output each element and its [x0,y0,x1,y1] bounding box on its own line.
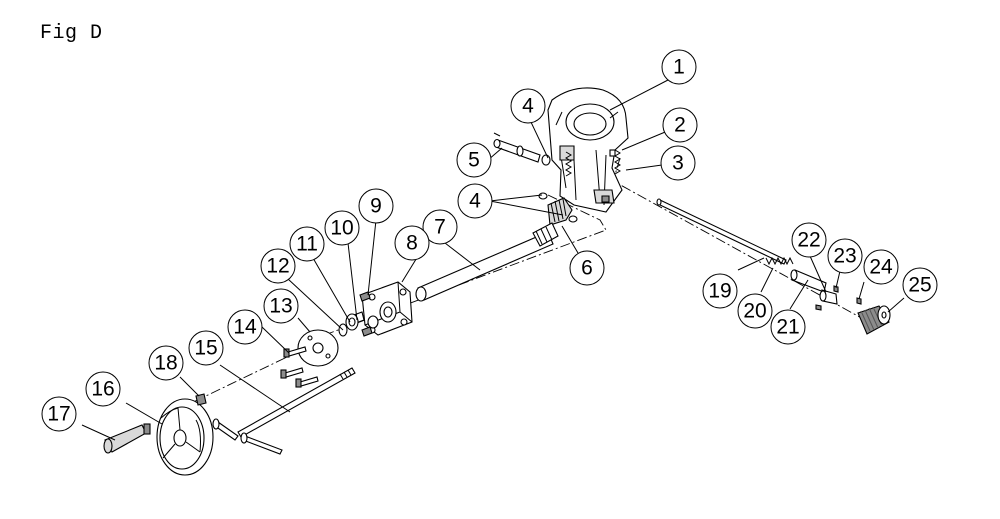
svg-text:2: 2 [674,114,686,137]
svg-text:12: 12 [266,255,289,278]
callout-20: 20 [737,293,773,329]
part-19-rod [656,198,787,265]
svg-text:13: 13 [269,295,292,318]
svg-text:3: 3 [672,152,684,175]
callout-2: 2 [662,107,698,143]
svg-text:21: 21 [776,316,799,339]
callout-18: 18 [148,345,184,381]
svg-text:18: 18 [154,352,177,375]
part-17-handle [103,423,151,454]
part-16-handwheel [156,398,214,476]
callout-4a: 4 [510,88,546,124]
svg-text:15: 15 [194,337,217,360]
callout-19: 19 [702,273,738,309]
part-18-setscrew [195,393,207,406]
callout-1: 1 [661,49,697,85]
callout-9: 9 [358,188,394,224]
svg-text:6: 6 [581,257,593,280]
svg-text:24: 24 [869,256,893,279]
svg-text:8: 8 [406,232,418,255]
part-20-spring [765,256,794,266]
svg-text:22: 22 [797,229,820,252]
part-15-rod [212,367,356,455]
svg-text:19: 19 [708,280,731,303]
callout-21: 21 [770,309,806,345]
svg-text:4: 4 [469,190,481,213]
part-14-screws [280,346,319,388]
callout-6: 6 [569,250,605,286]
callout-5: 5 [456,142,492,178]
svg-text:9: 9 [370,195,382,218]
callout-3: 3 [660,145,696,181]
part-25-knob [857,305,891,335]
callout-16: 16 [85,371,121,407]
callout-14: 14 [227,309,263,345]
callout-17: 17 [41,396,77,432]
svg-text:10: 10 [330,217,353,240]
callout-15: 15 [188,330,224,366]
svg-text:17: 17 [47,403,70,426]
callout-13: 13 [263,288,299,324]
callout-22: 22 [791,222,827,258]
part-5-pin [493,132,541,163]
part-7-shaft [415,222,559,302]
assembly-axes [159,157,866,419]
callout-23: 23 [827,238,863,274]
part-2-3-springs [565,149,621,177]
svg-text:20: 20 [743,300,766,323]
callout-10: 10 [324,210,360,246]
callout-25: 25 [902,267,938,303]
svg-text:7: 7 [434,216,446,239]
part-13-flange [297,329,339,367]
callout-7: 7 [422,209,458,245]
svg-text:5: 5 [468,149,480,172]
svg-text:14: 14 [233,316,257,339]
part-6-gear [547,197,573,226]
callout-11: 11 [289,226,325,262]
figure-title: Fig D [40,22,103,45]
svg-text:1: 1 [673,56,685,79]
svg-text:16: 16 [91,378,114,401]
callout-8: 8 [394,225,430,261]
part-22-24-collar [815,285,862,311]
svg-text:11: 11 [296,233,318,256]
callouts: 1 2 3 4 4 5 6 7 8 9 10 11 12 13 14 15 16… [41,49,938,432]
svg-text:25: 25 [908,274,931,297]
callout-4b: 4 [457,183,493,219]
svg-text:4: 4 [522,95,534,118]
leader-lines [81,79,905,441]
svg-text:23: 23 [833,245,856,268]
callout-12: 12 [260,248,296,284]
callout-24: 24 [863,249,899,285]
